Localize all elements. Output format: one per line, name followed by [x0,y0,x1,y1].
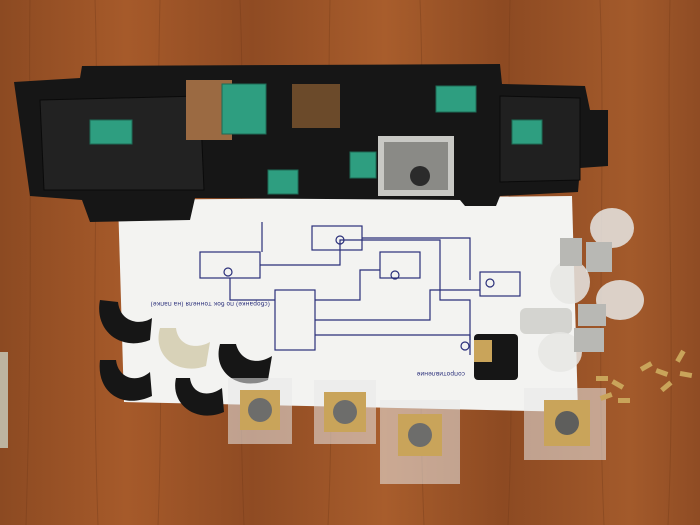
green-connectors [89,83,543,195]
bulb-clips [99,300,272,416]
bulb-sockets [228,378,606,484]
handwritten-note-1: (сбоpaнке) по бок тоннеля (на папке) [151,300,270,307]
brass-terminals [596,349,693,403]
light-bulbs [520,208,644,372]
edge-object [0,352,8,448]
handwritten-note-2: сопротивление [416,370,465,377]
toggle-switch [474,334,518,380]
